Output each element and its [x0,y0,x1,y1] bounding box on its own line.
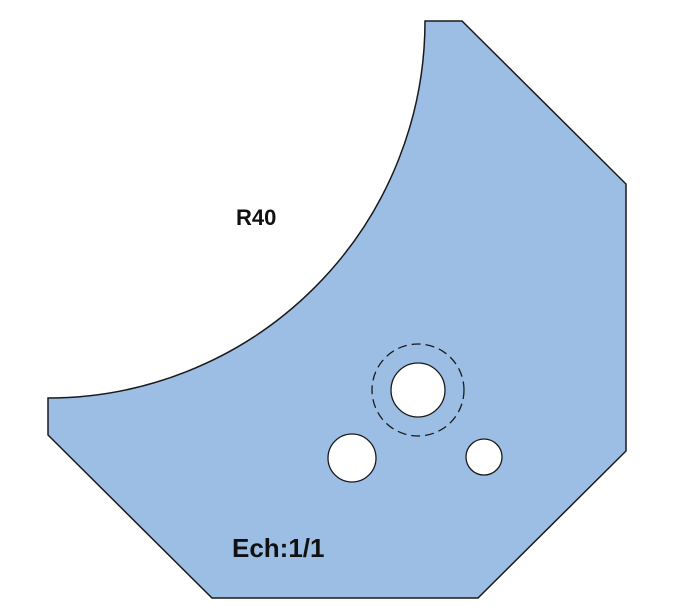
radius-label: R40 [236,205,276,230]
clearance-circle-dashed [371,343,465,437]
right-hole [465,438,503,476]
center-hole [390,362,446,418]
scale-label: Ech:1/1 [232,533,325,563]
left-hole [327,433,377,483]
blade-profile-shape [47,20,627,599]
